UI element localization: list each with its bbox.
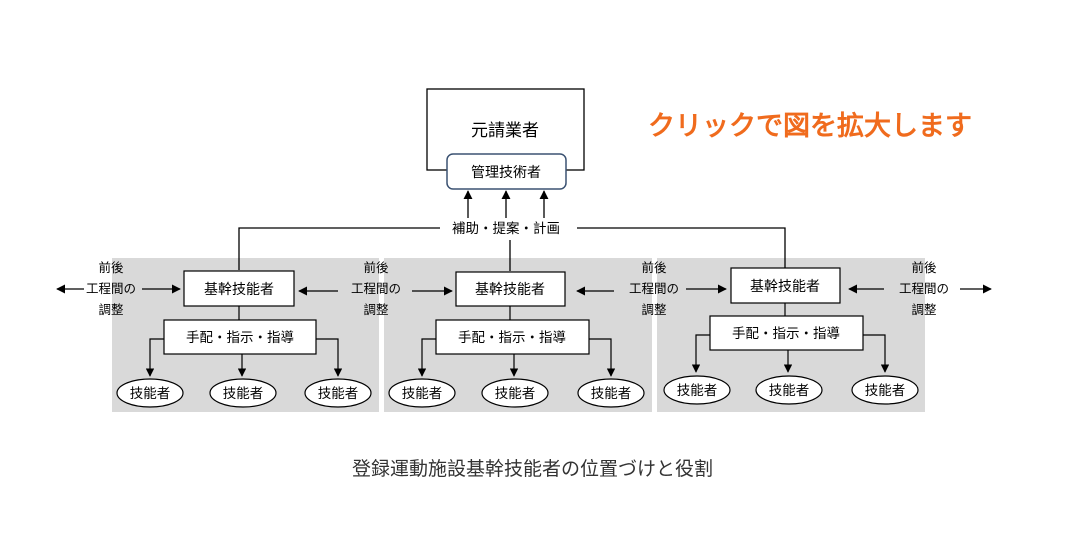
- worker-arrow-2-1: [417, 338, 436, 377]
- leader-box-2: [455, 271, 566, 307]
- diagram-caption: 登録運動施設基幹技能者の位置づけと役割: [351, 458, 713, 480]
- instruction-label-3: 手配・指示・指導: [732, 326, 840, 342]
- worker-label-2-2: 技能者: [495, 386, 536, 402]
- worker-arrow-3-1: [691, 334, 710, 373]
- coordination-line-1-2: 工程間の: [86, 281, 136, 296]
- worker-ellipse-1-1: [116, 378, 184, 408]
- coordination-line-2-3: 調整: [363, 302, 389, 317]
- worker-label-2-3: 技能者: [591, 386, 632, 402]
- worker-ellipse-3-1: [663, 375, 731, 405]
- instruction-box-2: [435, 319, 590, 355]
- coordination-line-4-2: 工程間の: [899, 281, 949, 296]
- worker-label-2-1: 技能者: [402, 386, 443, 402]
- connector-left: [238, 227, 440, 270]
- coordination-line-3-1: 前後: [641, 260, 667, 275]
- worker-ellipse-3-3: [851, 375, 919, 405]
- worker-ellipse-2-3: [577, 378, 645, 408]
- coordination-line-3-2: 工程間の: [629, 281, 679, 296]
- instruction-label-2: 手配・指示・指導: [458, 330, 566, 346]
- leader-box-1: [183, 270, 295, 307]
- leader-label-3: 基幹技能者: [750, 278, 820, 295]
- manager-label: 管理技術者: [471, 165, 541, 181]
- leader-label-2: 基幹技能者: [475, 281, 545, 298]
- coordination-line-4-1: 前後: [911, 260, 937, 275]
- support-label: 補助・提案・計画: [452, 220, 560, 237]
- coordination-line-4-3: 調整: [911, 302, 937, 317]
- worker-label-3-3: 技能者: [865, 383, 906, 399]
- worker-label-3-1: 技能者: [677, 383, 718, 399]
- coordination-line-1-3: 調整: [98, 302, 124, 317]
- leader-label-1: 基幹技能者: [204, 281, 274, 298]
- worker-ellipse-3-2: [755, 375, 823, 405]
- worker-label-3-2: 技能者: [769, 383, 810, 399]
- worker-arrow-2-3: [589, 338, 616, 377]
- worker-arrow-1-3: [316, 338, 343, 377]
- worker-arrow-3-3: [863, 334, 890, 373]
- worker-ellipse-1-2: [209, 378, 277, 408]
- coordination-label-1: 前後 工程間の 調整: [86, 260, 136, 317]
- instruction-box-3: [709, 315, 864, 351]
- coordination-label-2: 前後 工程間の 調整: [351, 260, 401, 317]
- worker-arrow-1-1: [145, 338, 164, 377]
- instruction-box-1: [163, 319, 317, 355]
- instruction-label-1: 手配・指示・指導: [186, 330, 294, 346]
- prime-contractor-label: 元請業者: [471, 121, 539, 141]
- leader-box-3: [730, 267, 841, 304]
- worker-label-1-3: 技能者: [318, 386, 359, 402]
- worker-ellipse-2-2: [481, 378, 549, 408]
- coordination-line-2-2: 工程間の: [351, 281, 401, 296]
- coordination-line-3-3: 調整: [641, 302, 667, 317]
- worker-label-1-1: 技能者: [130, 386, 171, 402]
- worker-ellipse-2-1: [388, 378, 456, 408]
- connector-right: [577, 227, 786, 268]
- worker-ellipse-1-3: [304, 378, 372, 408]
- manager-box: [446, 153, 567, 190]
- zoom-link[interactable]: クリックで図を拡大します: [648, 111, 972, 142]
- worker-label-1-2: 技能者: [223, 386, 264, 402]
- coordination-line-2-1: 前後: [363, 260, 389, 275]
- coordination-line-1-1: 前後: [98, 260, 124, 275]
- coordination-label-4: 前後 工程間の 調整: [899, 260, 949, 317]
- coordination-label-3: 前後 工程間の 調整: [629, 260, 679, 317]
